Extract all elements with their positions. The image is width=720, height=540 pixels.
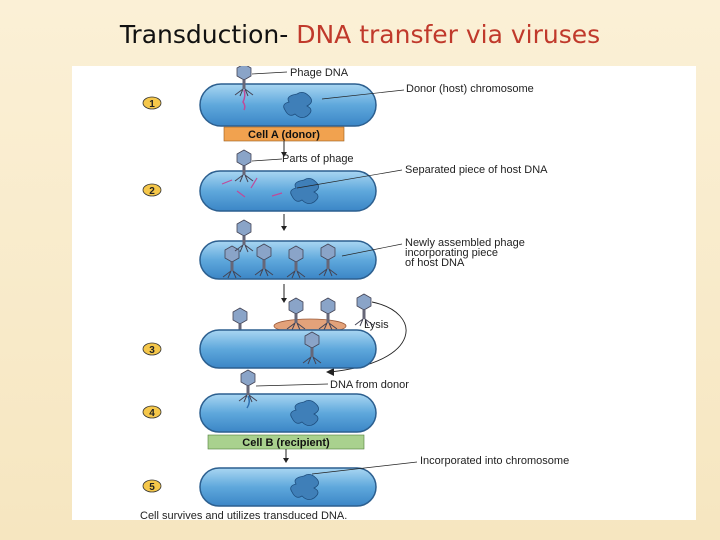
step-number: 1	[149, 99, 155, 110]
cell-a-label: Cell A (donor)	[248, 129, 320, 141]
step-marker-4: 4	[142, 405, 162, 419]
caption: Cell survives and utilizes transduced DN…	[140, 510, 347, 520]
title-main: Transduction-	[119, 20, 289, 49]
step-number: 4	[149, 408, 155, 419]
title-accent: DNA transfer via viruses	[296, 20, 601, 49]
label-phage-dna: Phage DNA	[290, 67, 349, 79]
cell-step-4	[199, 369, 377, 433]
step-marker-1: 1	[142, 96, 162, 110]
step-number: 5	[149, 482, 155, 493]
cell-b-label-box: Cell B (recipient)	[207, 434, 365, 450]
step-marker-2: 2	[142, 183, 162, 197]
cell-a-label-box: Cell A (donor)	[223, 126, 345, 142]
transduction-diagram: 1 2 3 4 5 Phage DNA Donor (host) chromos…	[72, 66, 696, 520]
label-newly-assembled-2: incorporating piece	[405, 247, 498, 259]
label-donor-chromosome: Donor (host) chromosome	[406, 83, 534, 95]
step-number: 3	[149, 345, 155, 356]
label-parts-of-phage: Parts of phage	[282, 153, 354, 165]
label-newly-assembled-3: of host DNA	[405, 257, 465, 269]
cell-step-2b	[199, 219, 377, 280]
label-lysis: Lysis	[364, 319, 389, 331]
step-marker-5: 5	[142, 479, 162, 493]
label-separated-piece: Separated piece of host DNA	[405, 164, 548, 176]
label-incorporated: Incorporated into chromosome	[420, 455, 569, 467]
step-marker-3: 3	[142, 342, 162, 356]
cell-step-5	[199, 467, 377, 507]
cell-step-1	[199, 66, 377, 127]
step-number: 2	[149, 186, 155, 197]
label-dna-from-donor: DNA from donor	[330, 379, 409, 391]
page-title: Transduction- DNA transfer via viruses	[0, 20, 720, 49]
cell-b-label: Cell B (recipient)	[242, 437, 330, 449]
label-newly-assembled-1: Newly assembled phage	[405, 237, 525, 249]
diagram-svg: 1 2 3 4 5 Phage DNA Donor (host) chromos…	[140, 66, 569, 520]
cell-step-2	[199, 149, 377, 212]
cell-step-3	[199, 329, 377, 369]
